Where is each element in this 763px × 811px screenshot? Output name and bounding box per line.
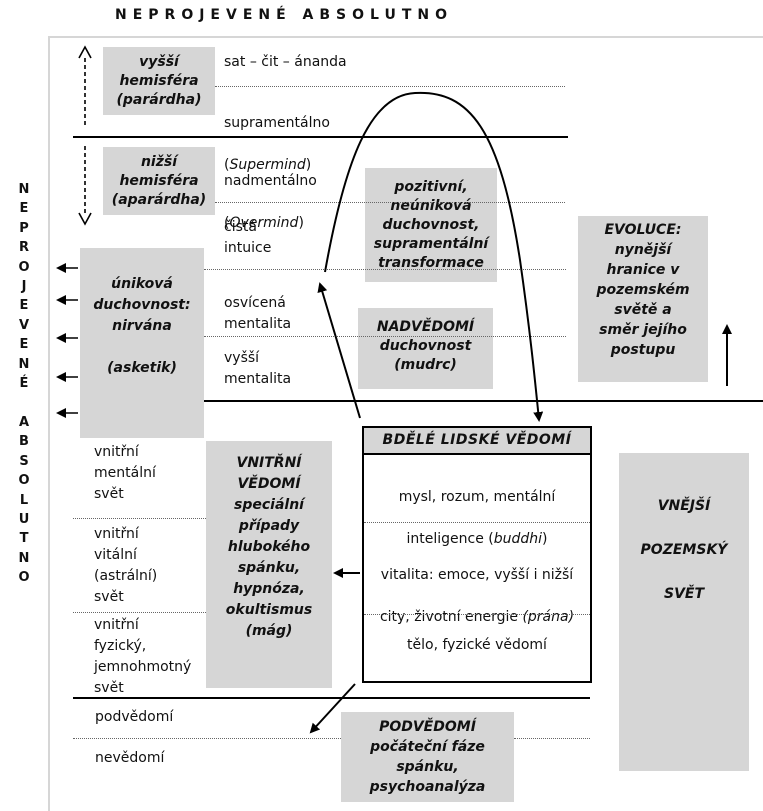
side-title: N E P R O J E V E N É A B S O L U T N O xyxy=(18,182,30,586)
superconscious-box: NADVĚDOMÍ duchovnost (mudrc) xyxy=(358,308,493,389)
waking-vital-cell: vitalita: emoce, vyšší i nižší city, živ… xyxy=(379,567,575,625)
evolution-box: EVOLUCE: nynější hranice v pozemském svě… xyxy=(578,216,708,382)
level-inner-physical: vnitřní fyzický, jemnohmotný svět xyxy=(94,617,192,696)
superconscious-text: NADVĚDOMÍ duchovnost (mudrc) xyxy=(376,319,475,373)
top-title: NEPROJEVENÉ ABSOLUTNO xyxy=(115,7,453,23)
up-chevron-icon xyxy=(78,45,92,59)
subconscious-threshold-line xyxy=(73,697,590,699)
level-illumined-mind: osvícená mentalita xyxy=(224,295,292,332)
upper-hemisphere-box: vyšší hemisféra (parárdha) xyxy=(103,47,215,115)
ascent-arrow xyxy=(317,282,361,419)
escape-spirituality-text: úniková duchovnost: nirvána (asketik) xyxy=(93,276,191,376)
inner-consciousness-text: VNITŘNÍ VĚDOMÍ speciální případy hluboké… xyxy=(225,455,313,639)
waking-mind-cell: mysl, rozum, mentální inteligence (buddh… xyxy=(398,489,556,547)
dotted-line xyxy=(364,614,590,615)
waking-consciousness-title: BDĚLÉ LIDSKÉ VĚDOMÍ xyxy=(364,428,590,455)
dotted-line xyxy=(73,738,341,739)
waking-consciousness-box: BDĚLÉ LIDSKÉ VĚDOMÍ mysl, rozum, mentáln… xyxy=(362,426,592,683)
dotted-line xyxy=(514,738,590,739)
dotted-line xyxy=(73,612,206,613)
level-overmind: nadmentálno (Overmind) xyxy=(224,173,317,231)
upper-hemisphere-text: vyšší hemisféra (parárdha) xyxy=(116,54,202,108)
dotted-line xyxy=(215,86,565,87)
inner-consciousness-box: VNITŘNÍ VĚDOMÍ speciální případy hluboké… xyxy=(206,441,332,688)
level-inconscient: nevědomí xyxy=(95,750,165,766)
level-higher-mind: vyšší mentalita xyxy=(224,350,292,387)
dotted-line xyxy=(204,269,566,270)
subconscious-box: PODVĚDOMÍ počáteční fáze spánku, psychoa… xyxy=(341,712,514,802)
lower-hemisphere-box: nižší hemisféra (aparárdha) xyxy=(103,147,215,215)
transformation-arc-arrow xyxy=(324,91,544,422)
level-sat-chit-ananda: sat – čit – ánanda xyxy=(224,54,347,70)
positive-spirituality-box: pozitivní, neúniková duchovnost, suprame… xyxy=(365,168,497,282)
subconscious-arrow xyxy=(309,683,356,734)
dotted-line xyxy=(364,522,590,523)
hemisphere-divider-line xyxy=(73,136,568,138)
outer-frame-top xyxy=(48,36,763,38)
outer-world-box: VNĚJŠÍ POZEMSKÝ SVĚT xyxy=(619,453,749,771)
lower-hemisphere-text: nižší hemisféra (aparárdha) xyxy=(111,154,207,208)
level-pure-intuition: čistá intuice xyxy=(224,219,272,256)
positive-spirituality-text: pozitivní, neúniková duchovnost, suprame… xyxy=(373,179,489,271)
down-chevron-icon xyxy=(78,212,92,226)
outer-world-text: VNĚJŠÍ POZEMSKÝ SVĚT xyxy=(640,498,728,602)
subconscious-box-text: PODVĚDOMÍ počáteční fáze spánku, psychoa… xyxy=(369,719,486,795)
level-inner-mental: vnitřní mentální svět xyxy=(94,444,156,502)
level-supramental: supramentálno (Supermind) xyxy=(224,115,330,173)
dotted-line xyxy=(215,202,565,203)
waking-body-cell: tělo, fyzické vědomí xyxy=(407,637,547,653)
escape-spirituality-box: úniková duchovnost: nirvána (asketik) xyxy=(80,248,204,438)
level-inner-vital: vnitřní vitální (astrální) svět xyxy=(94,526,158,605)
dotted-line xyxy=(204,336,566,337)
outer-frame-left xyxy=(48,36,50,811)
dotted-line xyxy=(73,518,206,519)
level-subconscious: podvědomí xyxy=(95,709,174,725)
waking-threshold-line xyxy=(204,400,763,402)
evolution-text: EVOLUCE: nynější hranice v pozemském svě… xyxy=(596,222,690,358)
